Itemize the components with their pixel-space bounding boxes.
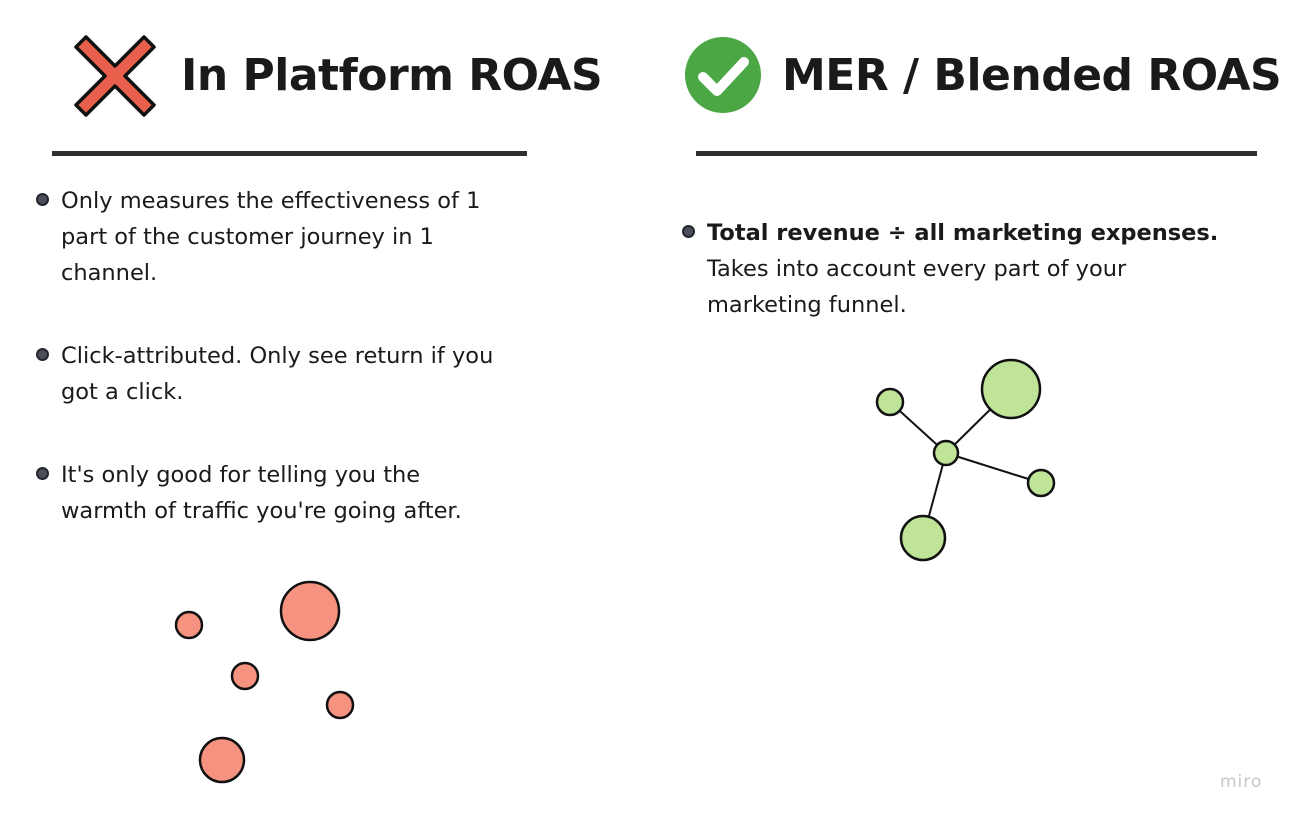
- edge: [922, 452, 947, 539]
- node: [198, 736, 246, 784]
- left-bullet-1: Only measures the effectiveness of 1 par…: [36, 183, 506, 291]
- left-bullet-list: Only measures the effectiveness of 1 par…: [36, 183, 506, 529]
- node: [279, 580, 341, 642]
- cross-icon: [74, 35, 156, 117]
- left-bullet-3-text: It's only good for telling you the warmt…: [61, 462, 462, 524]
- right-bullet-1: Total revenue ÷ all marketing expenses. …: [682, 215, 1242, 323]
- left-bullet-1-text: Only measures the effectiveness of 1 par…: [61, 188, 481, 286]
- edge: [889, 401, 947, 454]
- bullet-dot-icon: [36, 348, 49, 361]
- edge: [945, 388, 1012, 454]
- bullet-dot-icon: [682, 225, 695, 238]
- node: [325, 690, 355, 720]
- hub-node: [932, 439, 960, 467]
- miro-watermark: miro: [1220, 772, 1263, 792]
- node: [899, 514, 947, 562]
- edge: [945, 452, 1042, 484]
- right-bullet-list: Total revenue ÷ all marketing expenses. …: [682, 215, 1242, 323]
- right-bullet-bold-text: Total revenue ÷ all marketing expenses.: [707, 220, 1219, 246]
- check-circle-icon: [685, 37, 761, 113]
- node: [875, 387, 905, 417]
- node: [230, 661, 260, 691]
- right-divider: [696, 151, 1257, 156]
- left-divider: [52, 151, 527, 156]
- left-bullet-3: It's only good for telling you the warmt…: [36, 457, 506, 529]
- right-heading: MER / Blended ROAS: [782, 50, 1282, 101]
- node: [980, 358, 1042, 420]
- left-bullet-2: Click-attributed. Only see return if you…: [36, 338, 506, 410]
- node: [174, 610, 204, 640]
- bullet-dot-icon: [36, 193, 49, 206]
- right-bullet-rest-text: Takes into account every part of your ma…: [707, 256, 1127, 318]
- right-panel: MER / Blended ROAS Total revenue ÷ all m…: [646, 0, 1292, 819]
- left-bullet-2-text: Click-attributed. Only see return if you…: [61, 343, 494, 405]
- node: [1026, 468, 1056, 498]
- left-heading: In Platform ROAS: [181, 50, 603, 101]
- connected-nodes: [875, 358, 1056, 562]
- bullet-dot-icon: [36, 467, 49, 480]
- left-panel: In Platform ROAS Only measures the effec…: [36, 35, 603, 784]
